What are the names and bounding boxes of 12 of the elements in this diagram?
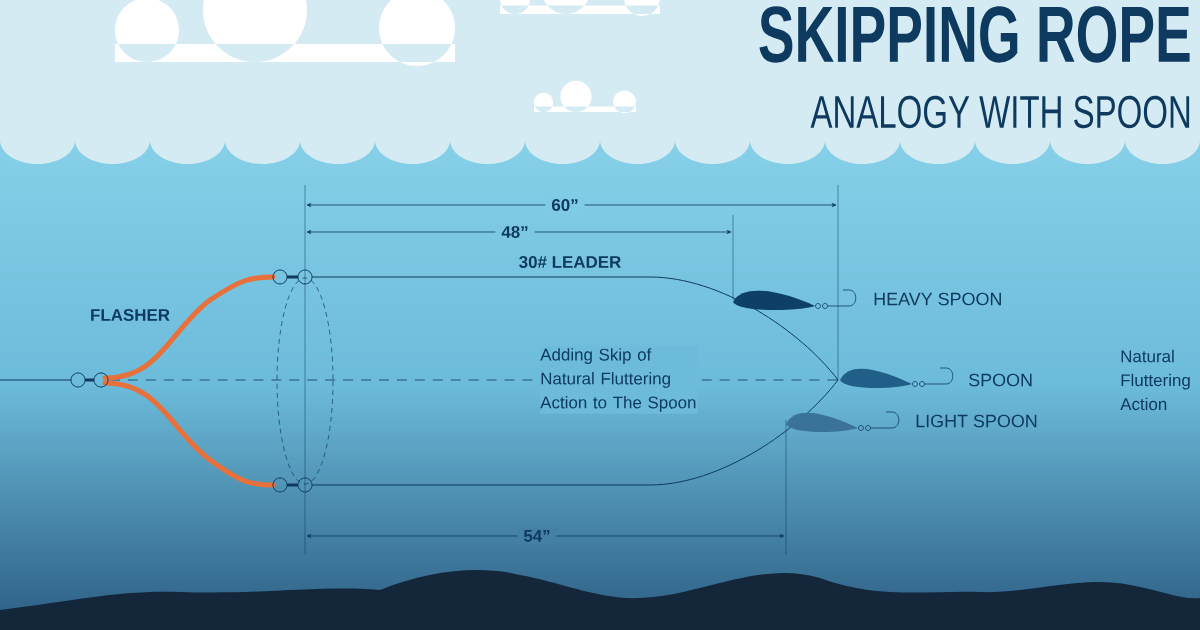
annotation-text: Natural Fluttering Action — [1120, 349, 1190, 411]
spoon-label: SPOON — [969, 373, 1032, 387]
line-label: 30# LEADER — [519, 256, 621, 268]
annotation-text: Adding Skip of Natural Fluttering Action to The Spoon — [540, 346, 698, 414]
spoon-label: LIGHT SPOON — [916, 414, 1037, 428]
dimension-label: 60” — [545, 197, 585, 213]
subtitle: ANALOGY WITH SPOON — [810, 95, 1190, 129]
spoon-label: HEAVY SPOON — [874, 292, 1001, 306]
flasher-label: FLASHER — [91, 309, 170, 321]
dimension-label: 54” — [517, 528, 557, 544]
dimension-label: 48” — [495, 224, 535, 240]
title: SKIPPING ROPE — [759, 6, 1190, 63]
